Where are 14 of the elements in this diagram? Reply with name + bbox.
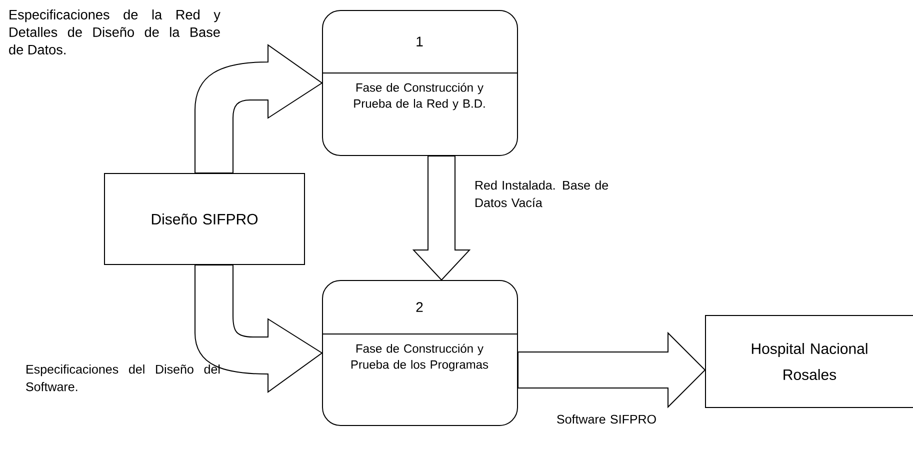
process-label: Fase de Construcción y Prueba de la Red y B.D. (354, 82, 485, 110)
block-arrow (518, 332, 706, 408)
process-number: 1 (416, 36, 423, 46)
entity-box: Hospital Nacional Rosales (705, 315, 913, 408)
edge-label: Especificaciones del Diseño del Software. (26, 364, 220, 392)
process-label: Fase de Construcción y Prueba de los Programas (351, 344, 488, 372)
edge-label: Red Instalada. Base de Datos Vacía (476, 180, 608, 208)
entity-box: Diseño SIFPRO (104, 173, 305, 265)
edge-label: Especificaciones de la Red y Detalles de Diseño de la Base de Datos. (9, 10, 220, 54)
block-arrow (194, 44, 322, 174)
block-arrow (412, 156, 471, 281)
process-number: 2 (416, 302, 423, 312)
edge-label: Software SIFPRO (557, 414, 656, 424)
block-arrow (194, 264, 322, 392)
